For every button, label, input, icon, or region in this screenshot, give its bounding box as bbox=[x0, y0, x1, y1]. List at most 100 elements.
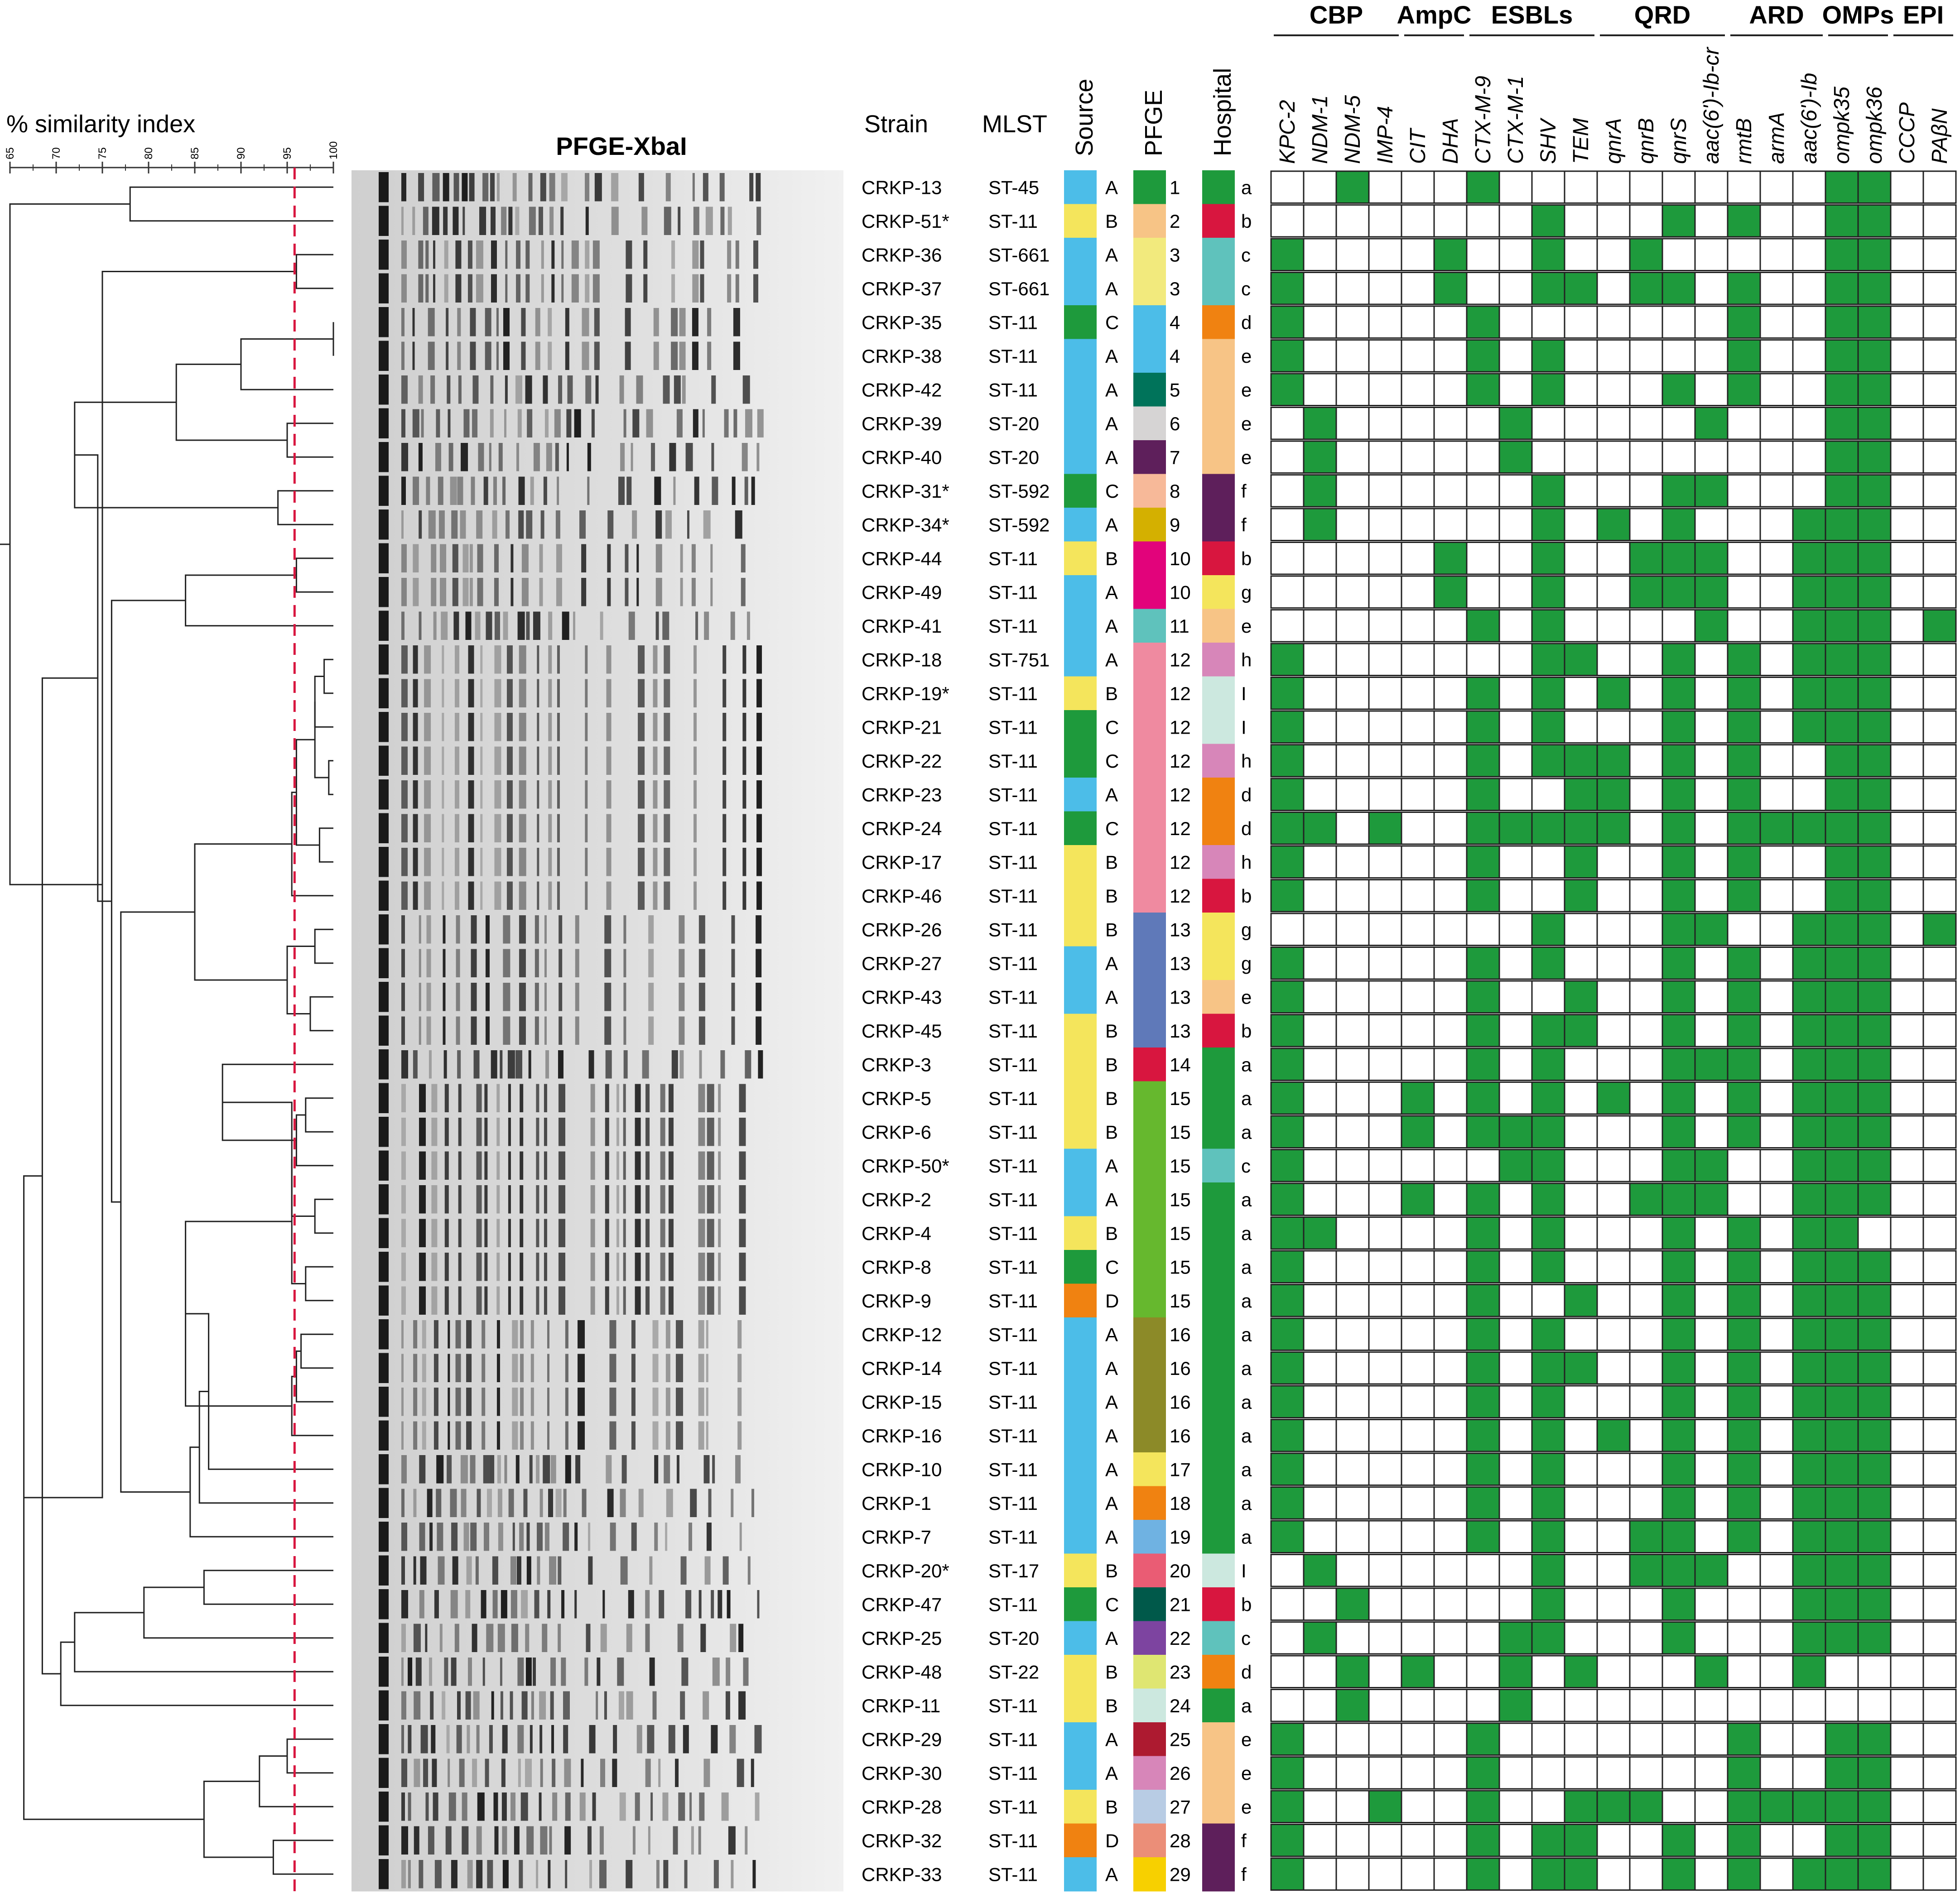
gel-band bbox=[561, 1658, 566, 1686]
gel-band bbox=[480, 713, 483, 741]
gene-present-cell bbox=[1531, 1081, 1565, 1115]
gene-present-cell bbox=[1270, 778, 1305, 811]
gel-band bbox=[512, 1421, 518, 1450]
gel-band bbox=[468, 645, 474, 674]
gel-band bbox=[401, 510, 404, 539]
gene-absent-cell bbox=[1401, 1419, 1435, 1452]
gene-absent-cell bbox=[1564, 339, 1598, 373]
gel-band bbox=[555, 1489, 562, 1517]
gene-present-cell bbox=[1564, 778, 1598, 811]
gene-absent-cell bbox=[1270, 609, 1305, 643]
pfge-swatch bbox=[1133, 1014, 1166, 1048]
gel-band bbox=[698, 1354, 704, 1382]
gel-band bbox=[401, 645, 408, 674]
gel-band bbox=[443, 173, 449, 202]
gel-band bbox=[413, 1388, 418, 1416]
gene-present-cell bbox=[1857, 643, 1892, 676]
source-code: A bbox=[1105, 1358, 1118, 1379]
gene-absent-cell bbox=[1564, 1048, 1598, 1081]
gene-present-cell bbox=[1759, 1790, 1794, 1823]
gel-band bbox=[635, 1792, 640, 1821]
source-code: A bbox=[1105, 1493, 1118, 1514]
gene-present-cell bbox=[1466, 1115, 1500, 1148]
gene-present-cell bbox=[1661, 1081, 1696, 1115]
gel-band bbox=[379, 745, 389, 776]
gene-absent-cell bbox=[1303, 845, 1337, 879]
gene-present-cell bbox=[1825, 542, 1859, 575]
gene-present-cell bbox=[1270, 339, 1305, 373]
gel-band bbox=[606, 713, 612, 741]
gene-absent-cell bbox=[1890, 1824, 1924, 1857]
mlst-type: ST-11 bbox=[988, 1493, 1038, 1514]
gene-present-cell bbox=[1466, 744, 1500, 778]
gel-band bbox=[480, 780, 483, 809]
gel-band bbox=[547, 1421, 549, 1450]
gel-band bbox=[547, 1354, 549, 1382]
gene-absent-cell bbox=[1401, 575, 1435, 609]
strain-name: CRKP-38 bbox=[862, 346, 942, 367]
gene-absent-cell bbox=[1629, 1014, 1663, 1048]
gel-band bbox=[558, 375, 563, 404]
gene-absent-cell bbox=[1596, 1857, 1631, 1891]
gel-band bbox=[533, 611, 540, 640]
gene-absent-cell bbox=[1368, 1486, 1402, 1520]
gene-label: qnrB bbox=[1634, 118, 1658, 164]
strain-name: CRKP-20* bbox=[862, 1560, 949, 1581]
gene-absent-cell bbox=[1596, 1689, 1631, 1722]
gene-present-cell bbox=[1661, 1182, 1696, 1216]
gene-present-cell bbox=[1531, 677, 1565, 710]
gel-band bbox=[452, 1556, 458, 1585]
gel-band bbox=[465, 1691, 471, 1720]
gel-band bbox=[530, 476, 534, 505]
gel-lane bbox=[352, 744, 843, 778]
gel-band bbox=[487, 1489, 492, 1517]
gene-absent-cell bbox=[1564, 1182, 1598, 1216]
gel-lane bbox=[352, 406, 843, 441]
gel-band bbox=[408, 1860, 411, 1888]
gel-band bbox=[419, 510, 422, 539]
gene-absent-cell bbox=[1401, 474, 1435, 508]
gel-band bbox=[692, 341, 698, 370]
gel-band bbox=[401, 476, 406, 505]
gel-band bbox=[648, 1016, 654, 1045]
gel-band bbox=[455, 1354, 461, 1382]
gene-present-cell bbox=[1825, 778, 1859, 811]
gene-absent-cell bbox=[1596, 1486, 1631, 1520]
gene-present-cell bbox=[1727, 305, 1761, 339]
gel-band bbox=[466, 1421, 472, 1450]
source-swatch bbox=[1064, 643, 1097, 677]
gene-absent-cell bbox=[1922, 1081, 1957, 1115]
gene-present-cell bbox=[1531, 204, 1565, 238]
gel-band bbox=[645, 1084, 650, 1112]
gene-present-cell bbox=[1531, 710, 1565, 744]
gel-band bbox=[638, 881, 645, 910]
gel-band bbox=[517, 1725, 524, 1754]
gene-absent-cell bbox=[1890, 1250, 1924, 1283]
gel-band bbox=[379, 240, 389, 270]
gel-band bbox=[536, 1860, 539, 1888]
gel-band bbox=[536, 1084, 539, 1112]
gene-absent-cell bbox=[1303, 1284, 1337, 1317]
gel-lane-background bbox=[352, 1553, 843, 1588]
gene-present-cell bbox=[1661, 1554, 1696, 1587]
gel-band bbox=[645, 1151, 650, 1180]
gene-present-cell bbox=[1727, 1486, 1761, 1520]
mlst-type: ST-751 bbox=[988, 649, 1050, 670]
gel-band bbox=[401, 1016, 405, 1045]
gel-band bbox=[675, 1759, 679, 1787]
source-swatch bbox=[1064, 541, 1097, 576]
gel-band bbox=[548, 308, 552, 336]
gel-band bbox=[431, 1253, 438, 1281]
gel-band bbox=[458, 1286, 462, 1315]
gene-present-cell bbox=[1564, 879, 1598, 913]
gel-band bbox=[455, 1388, 461, 1416]
gene-absent-cell bbox=[1368, 947, 1402, 980]
source-code: D bbox=[1105, 1290, 1119, 1312]
gene-absent-cell bbox=[1661, 305, 1696, 339]
gel-band bbox=[679, 1016, 685, 1045]
gene-absent-cell bbox=[1466, 1149, 1500, 1182]
gene-absent-cell bbox=[1661, 339, 1696, 373]
gel-band bbox=[671, 1050, 678, 1079]
gel-band bbox=[749, 173, 754, 202]
